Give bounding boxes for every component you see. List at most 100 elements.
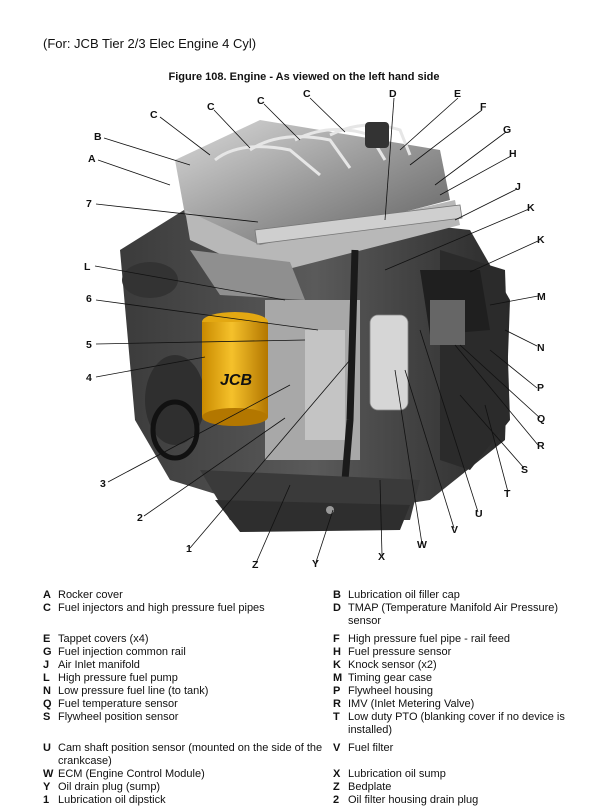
callout-label: C [257,95,265,107]
callout-label: N [537,342,545,354]
legend-key: H [333,646,341,658]
callout-label: U [475,508,483,520]
callout-label: 6 [86,293,92,305]
callout-label: E [454,88,461,100]
callout-label: R [537,440,545,452]
callout-label: G [503,124,511,136]
legend-text: Air Inlet manifold [58,659,140,671]
legend-text: Bedplate [348,781,392,793]
callout-label: 3 [100,478,106,490]
callout-label: D [389,88,397,100]
legend-key: T [333,711,340,723]
legend-text: High pressure fuel pump [58,672,178,684]
legend-text: Timing gear case [348,672,432,684]
legend-row: 1 Lubrication oil dipstick 2 Oil filter ho… [43,794,583,807]
legend-key: J [43,659,50,671]
legend-text: Fuel injection common rail [58,646,186,658]
legend-key: L [43,672,50,684]
engine-illustration: JCB [120,120,510,532]
legend-row: S Flywheel position sensor T Low duty PTO … [43,711,583,737]
callout-label: Q [537,413,545,425]
figure-title: Figure 108. Engine - As viewed on the le… [168,71,440,83]
legend-text: Fuel temperature sensor [58,698,178,710]
legend-row: E Tappet covers (x4) F High pressure fuel … [43,633,583,646]
legend-key: K [333,659,341,671]
page-header: (For: JCB Tier 2/3 Elec Engine 4 Cyl) [43,36,257,51]
legend-text: Oil filter housing drain plug [348,794,479,806]
legend-key: A [43,589,51,601]
callout-label: 4 [86,372,92,384]
callout-label: P [537,382,544,394]
legend-key: N [43,685,51,697]
legend-key: G [43,646,52,658]
legend-text: TMAP (Temperature Manifold Air Pressure)… [348,602,559,627]
legend-key: E [43,633,51,645]
callout-label: L [84,261,91,273]
callout-label: B [94,131,102,143]
legend-key: U [43,742,51,754]
legend-key: P [333,685,341,697]
legend-key: 1 [43,794,50,806]
legend-row: W ECM (Engine Control Module) X Lubricatio… [43,768,583,781]
legend-text: High pressure fuel pipe - rail feed [348,633,511,645]
legend-text: Cam shaft position sensor (mounted on th… [58,742,323,767]
legend-text: Knock sensor (x2) [348,659,437,671]
callout-label: C [207,101,215,113]
legend-text: Fuel filter [348,742,394,754]
callout-label: M [537,291,546,303]
legend-key: B [333,589,341,601]
legend-row: L High pressure fuel pump M Timing gear ca… [43,672,583,685]
callout-label: C [150,109,158,121]
callout-label: W [417,539,427,551]
legend-text: Fuel pressure sensor [348,646,452,658]
filter-badge-text: JCB [220,372,252,389]
callout-label: 5 [86,339,92,351]
legend-text: Rocker cover [58,589,123,601]
callout-label: 1 [186,543,192,555]
legend-text: Lubrication oil dipstick [58,794,166,806]
legend-text: Low duty PTO (blanking cover if no devic… [348,711,565,736]
legend-row: N Low pressure fuel line (to tank) P Flywh… [43,685,583,698]
legend-key: V [333,742,341,754]
callout-label: S [521,464,528,476]
legend-key: D [333,602,341,614]
callout-label: H [509,148,517,160]
callout-label: A [88,153,96,165]
callout-label: Z [252,559,259,571]
callout-label: 2 [137,512,143,524]
legend-text: Flywheel housing [348,685,433,697]
legend-text: Lubrication oil sump [348,768,446,780]
legend-key: M [333,672,343,684]
leader-lines [94,97,541,564]
callout-label: V [451,524,458,536]
legend-key: 2 [333,794,340,806]
legend-text: IMV (Inlet Metering Valve) [348,698,475,710]
legend: A Rocker cover B Lubrication oil filler ca… [43,589,583,807]
legend-key: S [43,711,51,723]
legend-text: Flywheel position sensor [58,711,179,723]
callout-label: K [527,202,535,214]
legend-key: Z [333,781,340,793]
callout-label: Y [312,558,319,570]
legend-text: Fuel injectors and high pressure fuel pi… [58,602,265,614]
legend-key: Y [43,781,51,793]
callout-label: F [480,101,487,113]
legend-text: ECM (Engine Control Module) [58,768,205,780]
legend-text: Low pressure fuel line (to tank) [58,685,209,697]
legend-key: Q [43,698,52,710]
callout-label: T [504,488,511,500]
legend-row: G Fuel injection common rail H Fuel pressu… [43,646,583,659]
legend-row: J Air Inlet manifold K Knock sensor (x2) [43,659,583,672]
legend-row: U Cam shaft position sensor (mounted on t… [43,742,583,768]
legend-text: Tappet covers (x4) [58,633,149,645]
legend-key: F [333,633,340,645]
legend-text: Lubrication oil filler cap [348,589,460,601]
callout-label: K [537,234,545,246]
legend-key: W [43,768,54,780]
legend-row: A Rocker cover B Lubrication oil filler ca… [43,589,583,602]
legend-key: X [333,768,341,780]
callout-label: 7 [86,198,92,210]
